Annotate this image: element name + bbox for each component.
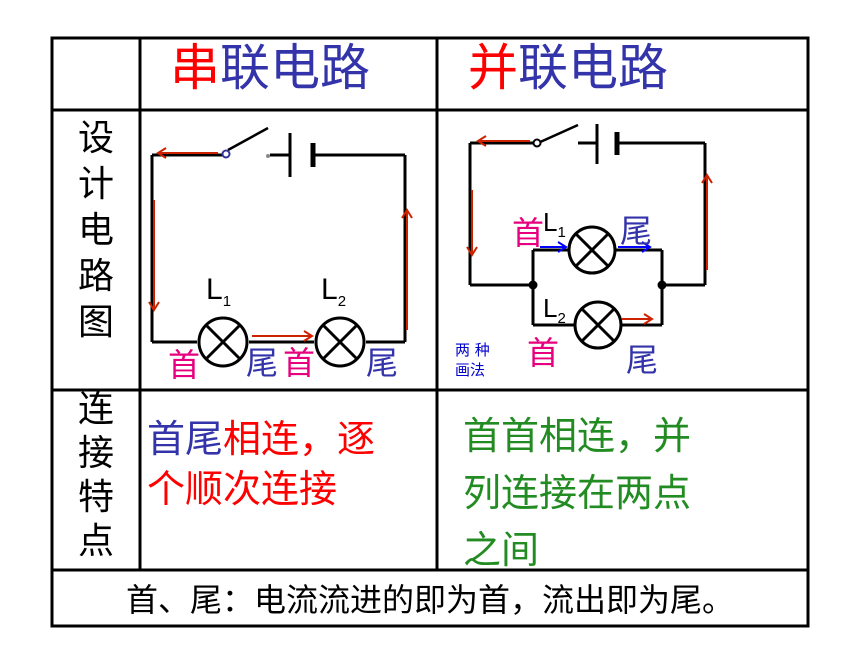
- series-lamp2-subscript: 2: [337, 293, 347, 310]
- parallel-lamp1-subscript: 1: [557, 224, 566, 242]
- header-parallel-char: 并: [468, 39, 518, 97]
- header-series-rest: 联电路: [220, 39, 370, 97]
- series-lamp1-label: L1: [206, 273, 231, 310]
- row-label-features-char: 点: [77, 521, 114, 562]
- parallel-upper-flow-arrows: [540, 241, 652, 253]
- parallel-lamp2-letter: L: [543, 293, 558, 323]
- header-series-char: 串: [170, 39, 220, 97]
- series-lamp-1: [197, 316, 249, 368]
- series-switch-pivot: [221, 149, 231, 159]
- parallel-note: 两 种 画法: [455, 340, 490, 380]
- series-lamp2-letter: L: [321, 273, 338, 306]
- parallel-lamp-1: [567, 225, 617, 275]
- parallel-current-arrows: [466, 135, 713, 325]
- series-feature-text: 首尾相连，逐 个顺次连接: [147, 414, 432, 514]
- series-head-1: 首: [168, 346, 201, 384]
- row-label-features-char: 接: [77, 433, 114, 474]
- header-series: 串联电路: [170, 43, 370, 93]
- parallel-lamp2-label: L2: [543, 293, 566, 327]
- series-lamp2-label: L2: [321, 273, 346, 310]
- parallel-lamp2-subscript: 2: [557, 310, 566, 328]
- row-label-design-char: 图: [77, 302, 114, 343]
- series-circuit: [150, 126, 407, 368]
- parallel-junction-left: [528, 280, 538, 290]
- parallel-switch-blade: [537, 123, 579, 145]
- parallel-lamp1-label: L1: [543, 207, 566, 241]
- series-switch-contact: [266, 154, 270, 158]
- parallel-feature-line: 首首相连，并: [463, 414, 692, 458]
- series-feature-red: 相连，逐: [223, 417, 376, 461]
- parallel-note-line: 两 种: [455, 341, 490, 359]
- series-lamp1-letter: L: [206, 273, 223, 306]
- table-grid: [50, 36, 810, 628]
- row-label-design: 设 计 电 路 图: [73, 116, 119, 346]
- parallel-feature-line: 之间: [463, 528, 540, 572]
- series-lamp-2: [314, 316, 366, 368]
- series-switch-blade: [227, 126, 269, 152]
- table-border: [50, 36, 810, 628]
- row-label-design-char: 设: [77, 118, 114, 159]
- series-feature-blue: 首尾: [147, 417, 224, 461]
- parallel-tail-2: 尾: [626, 341, 659, 379]
- row-label-design-char: 电: [77, 210, 114, 251]
- parallel-head-1: 首: [512, 214, 545, 252]
- header-parallel-rest: 联电路: [518, 39, 668, 97]
- series-tail-2: 尾: [366, 344, 399, 382]
- parallel-head-2: 首: [527, 334, 560, 372]
- parallel-junction-right: [657, 280, 667, 290]
- parallel-circuit: [468, 123, 707, 350]
- parallel-tail-1: 尾: [620, 212, 653, 250]
- series-tail-1: 尾: [246, 344, 279, 382]
- parallel-lamp-2: [573, 300, 623, 350]
- series-feature-red: 个顺次连接: [147, 467, 338, 511]
- series-head-2: 首: [283, 344, 316, 382]
- parallel-switch-pivot: [532, 138, 542, 148]
- series-lamp1-subscript: 1: [222, 293, 232, 310]
- parallel-lamp1-letter: L: [543, 207, 558, 237]
- parallel-feature-text: 首首相连，并 列连接在两点 之间: [463, 408, 783, 579]
- row-label-design-char: 计: [77, 164, 114, 205]
- row-label-features: 连 接 特 点: [73, 388, 119, 564]
- row-label-features-char: 特: [77, 477, 114, 518]
- parallel-feature-line: 列连接在两点: [463, 471, 692, 515]
- row-label-design-char: 路: [77, 256, 114, 297]
- header-parallel: 并联电路: [468, 43, 668, 93]
- parallel-note-line: 画法: [455, 361, 486, 379]
- footer-note: 首、尾：电流流进的即为首，流出即为尾。: [125, 581, 734, 619]
- row-label-features-char: 连: [77, 389, 114, 430]
- series-current-arrows: [148, 147, 413, 342]
